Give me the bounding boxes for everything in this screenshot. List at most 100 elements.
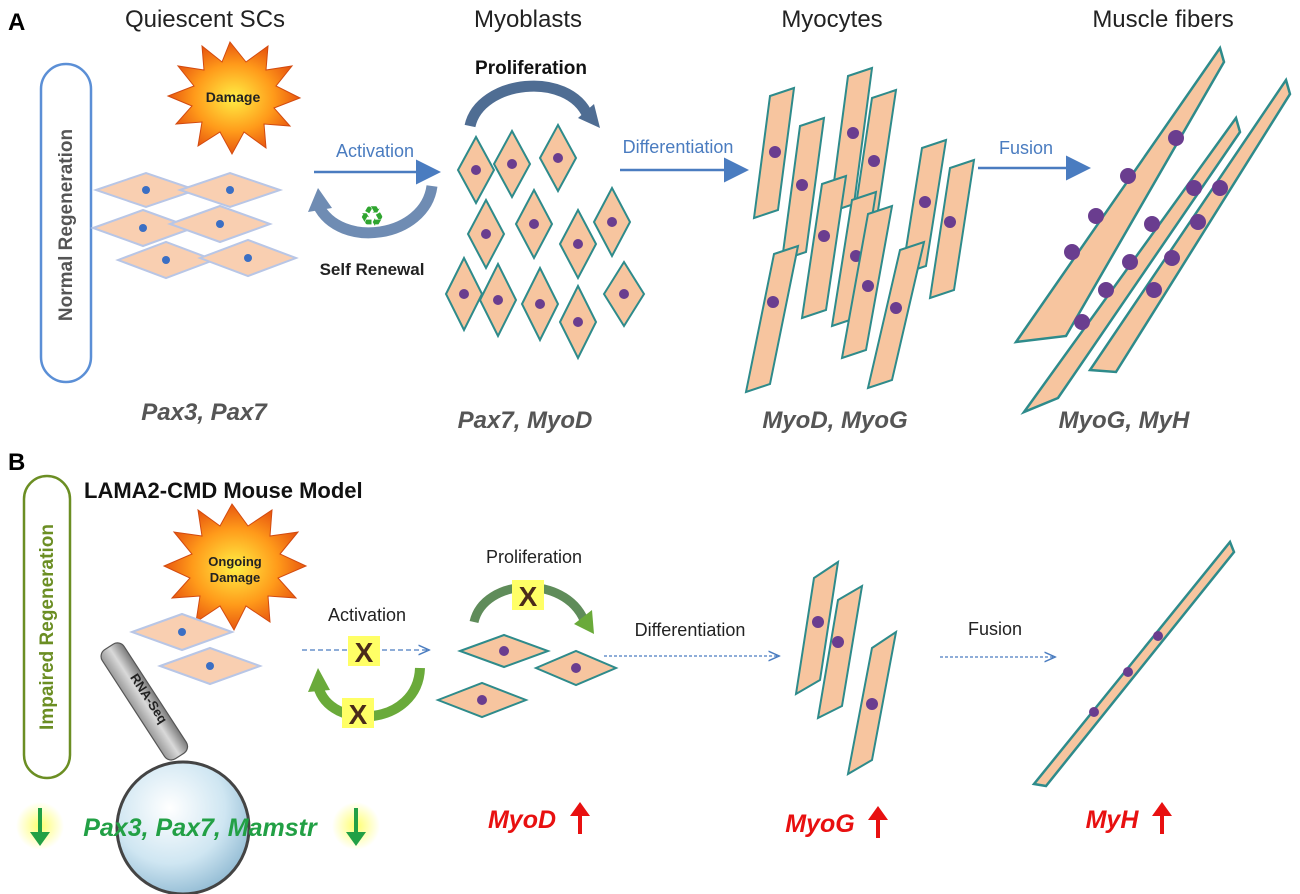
down-arrow-icon xyxy=(30,808,50,846)
muscle-fiber-b xyxy=(1031,539,1236,788)
self-renewal-label: Self Renewal xyxy=(320,260,425,279)
myocyte-cell xyxy=(752,86,796,220)
myoblast-cell xyxy=(520,265,560,343)
recycle-icon: ♻ xyxy=(359,201,384,232)
myocyte-cell xyxy=(780,116,826,262)
myoblast-cell xyxy=(492,128,532,200)
normal-regeneration-label: Normal Regeneration xyxy=(56,129,77,321)
activation-arrow-b: Activation X xyxy=(302,605,428,668)
myocyte-cells-b xyxy=(794,559,898,776)
quiescent-cell xyxy=(197,238,299,278)
down-markers: Pax3, Pax7, Mamstr xyxy=(16,802,380,850)
marker-myoblasts: Pax7, MyoD xyxy=(458,407,593,434)
proliferation-arrow-b: Proliferation X xyxy=(469,547,594,634)
stage-title-myocytes: Myocytes xyxy=(781,6,882,33)
myocyte-cell xyxy=(900,138,948,276)
activation-label: Activation xyxy=(336,141,414,161)
down-arrow-icon xyxy=(346,808,366,846)
myocyte-cell xyxy=(846,629,898,776)
differentiation-arrow: Differentiation xyxy=(620,137,749,183)
myocyte-cell xyxy=(816,584,864,720)
myoblast-cell xyxy=(466,197,506,271)
quiescent-cell xyxy=(167,204,273,244)
myocyte-cell xyxy=(840,204,894,360)
stage-title-muscle-fibers: Muscle fibers xyxy=(1092,6,1233,33)
stage-title-myoblasts: Myoblasts xyxy=(474,6,582,33)
up-marker-myod-label: MyoD xyxy=(488,806,556,834)
up-marker-myh: MyH xyxy=(1086,802,1172,834)
self-renewal-arrow-b: X xyxy=(308,667,425,730)
ongoing-damage-burst: Ongoing Damage xyxy=(162,503,308,632)
ongoing-damage-label-2: Damage xyxy=(210,570,261,585)
myoblast-cell xyxy=(456,134,496,206)
svg-text:X: X xyxy=(355,637,374,668)
myocyte-cell xyxy=(794,559,840,696)
damage-burst: Damage xyxy=(166,41,302,156)
down-markers-label: Pax3, Pax7, Mamstr xyxy=(83,814,318,842)
myocyte-cell xyxy=(866,240,926,390)
differentiation-arrow-b: Differentiation xyxy=(604,620,778,656)
quiescent-cells-b xyxy=(129,612,263,686)
up-marker-myog: MyoG xyxy=(785,806,888,838)
quiescent-cell xyxy=(176,171,284,209)
activation-arrow: Activation xyxy=(314,141,441,185)
activation-block-mark: X xyxy=(348,636,380,668)
activation-label-b: Activation xyxy=(328,605,406,625)
proliferation-label-b: Proliferation xyxy=(486,547,582,567)
myoblast-cell xyxy=(435,681,529,719)
differentiation-label: Differentiation xyxy=(623,137,734,157)
myocyte-cells xyxy=(744,66,976,394)
svg-text:X: X xyxy=(519,581,538,612)
fusion-arrow-b: Fusion xyxy=(940,619,1054,657)
fusion-label-b: Fusion xyxy=(968,619,1022,639)
myoblast-cell xyxy=(533,649,619,687)
quiescent-cell xyxy=(157,646,263,686)
fusion-arrow: Fusion xyxy=(978,138,1091,181)
myoblast-cells xyxy=(444,122,646,361)
myocyte-cell xyxy=(800,174,848,320)
up-marker-myod: MyoD xyxy=(488,802,590,834)
myoblast-cell xyxy=(558,283,598,361)
proliferation-label: Proliferation xyxy=(475,58,587,79)
marker-quiescent: Pax3, Pax7 xyxy=(141,399,268,426)
myoblast-cell xyxy=(558,207,598,281)
muscle-fiber xyxy=(1013,45,1226,344)
marker-myocytes: MyoD, MyoG xyxy=(762,407,907,434)
differentiation-label-b: Differentiation xyxy=(635,620,746,640)
quiescent-cell xyxy=(115,240,217,280)
normal-regeneration-pill: Normal Regeneration xyxy=(39,62,93,384)
myoblast-cell xyxy=(538,122,578,194)
myoblast-cell xyxy=(457,633,551,669)
myoblast-cell xyxy=(514,187,554,261)
proliferation-block-mark: X xyxy=(512,580,544,612)
myoblast-cell xyxy=(592,185,632,259)
myoblast-cell xyxy=(602,260,646,328)
impaired-regeneration-pill: Impaired Regeneration xyxy=(22,474,72,780)
up-marker-myh-label: MyH xyxy=(1086,806,1140,834)
proliferation-arrow: Proliferation xyxy=(464,58,600,128)
myoblast-cell xyxy=(444,255,484,333)
panel-a-label: A xyxy=(8,9,25,36)
stage-title-quiescent: Quiescent SCs xyxy=(125,6,285,33)
muscle-fiber xyxy=(1087,77,1292,374)
quiescent-cells xyxy=(90,171,299,280)
muscle-fibers xyxy=(1013,45,1292,415)
self-renewal-arrow: ♻ Self Renewal xyxy=(308,184,438,279)
myoblast-cell xyxy=(478,261,518,339)
svg-text:X: X xyxy=(349,699,368,730)
myoblast-cells-b xyxy=(435,633,619,719)
panel-b-label: B xyxy=(8,449,25,476)
muscle-fiber xyxy=(1020,115,1242,415)
myocyte-cell xyxy=(744,244,800,394)
myocyte-cell xyxy=(928,158,976,300)
up-arrow-icon xyxy=(868,806,888,838)
fusion-label: Fusion xyxy=(999,138,1053,158)
impaired-regeneration-label: Impaired Regeneration xyxy=(37,524,58,730)
rna-seq-magnifier: RNA-Seq xyxy=(100,642,251,894)
ongoing-damage-label-1: Ongoing xyxy=(208,554,261,569)
panel-b-title: LAMA2-CMD Mouse Model xyxy=(84,478,363,503)
marker-muscle-fibers: MyoG, MyH xyxy=(1059,407,1190,434)
quiescent-cell xyxy=(90,208,196,248)
damage-label: Damage xyxy=(206,89,261,105)
